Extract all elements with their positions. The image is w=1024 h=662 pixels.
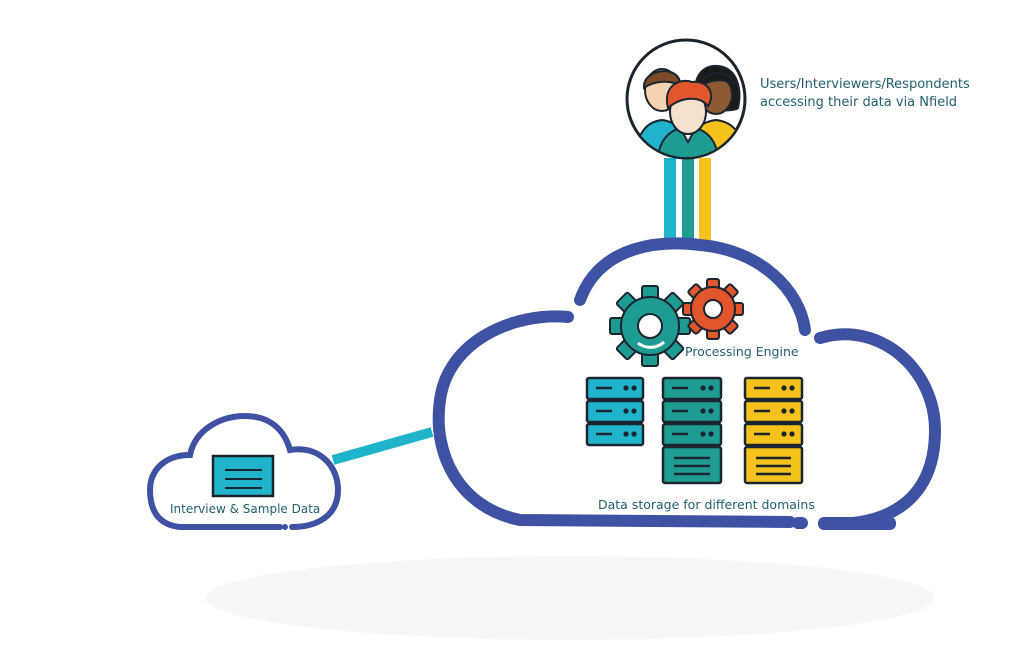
users-label-line1: Users/Interviewers/Respondents [760, 77, 970, 92]
sample-cloud-dot [282, 524, 288, 530]
teal-gear-icon [609, 285, 691, 367]
sample-to-main-connector [331, 427, 434, 465]
sample-cloud-outline [146, 412, 342, 530]
teal-server-icon [661, 376, 723, 485]
users-group-icon [625, 38, 747, 160]
main-cloud-dash [818, 517, 896, 530]
sample-cloud [146, 412, 342, 530]
users-label: Users/Interviewers/Respondents accessing… [760, 76, 970, 112]
connector-line-cyan [664, 158, 676, 243]
connector-line-teal [682, 158, 694, 243]
main-cloud-top-arc [574, 237, 811, 336]
main-cloud-right-arc [814, 328, 942, 530]
connector-line-yellow [699, 158, 711, 243]
yellow-server-icon [743, 376, 804, 485]
user-connector-lines [664, 158, 711, 243]
main-cloud-dot [792, 517, 808, 529]
orange-gear-icon [682, 278, 744, 340]
cloud-reflection [205, 556, 935, 640]
main-cloud [432, 237, 942, 530]
sample-data-label: Interview & Sample Data [170, 502, 321, 516]
cyan-server-icon [585, 376, 645, 447]
data-card-icon [211, 454, 275, 498]
users-label-line2: accessing their data via Nfield [760, 95, 958, 110]
processing-engine-label: Processing Engine [685, 344, 799, 359]
data-storage-label: Data storage for different domains [598, 497, 815, 512]
main-cloud-outline [432, 310, 796, 528]
